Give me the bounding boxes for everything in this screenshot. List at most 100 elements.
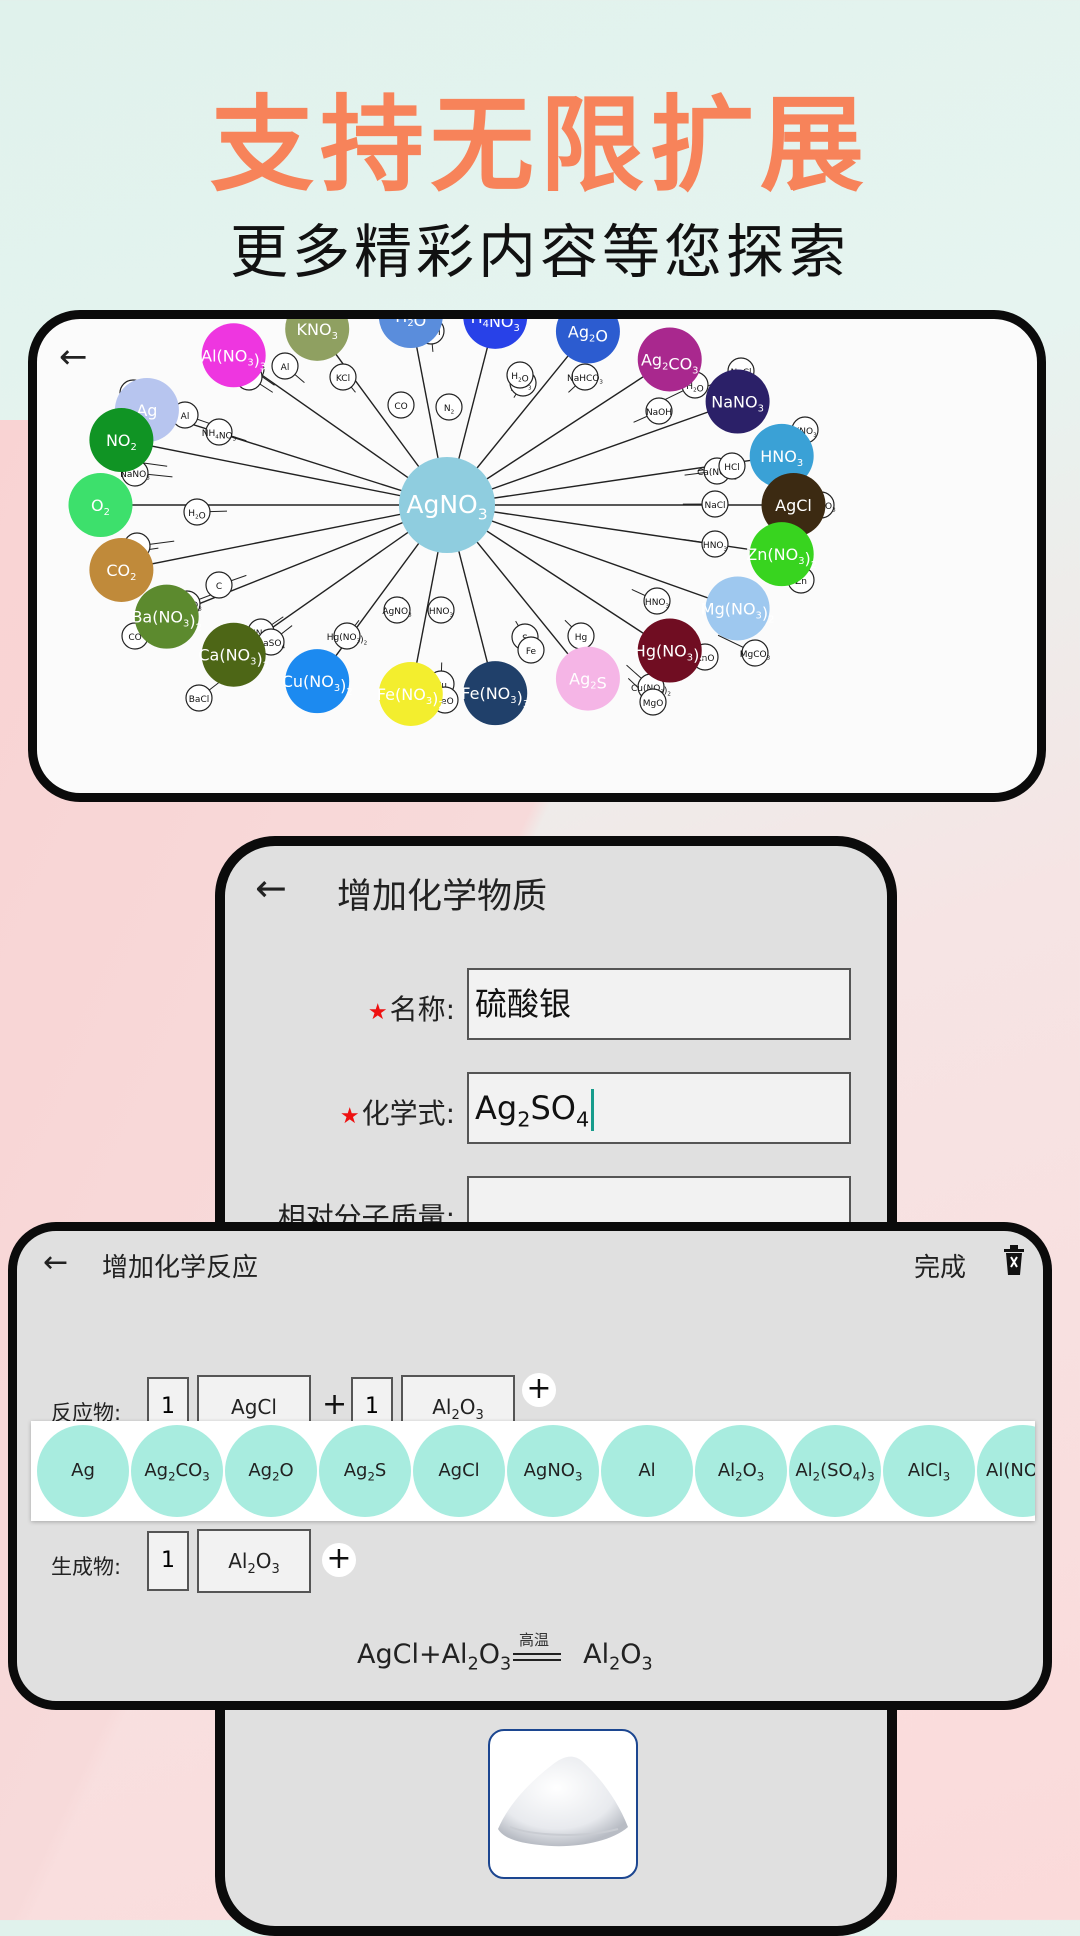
graph-node[interactable]: NO2 <box>89 408 153 472</box>
subline: 更多精彩内容等您探索 <box>0 205 1080 289</box>
add-product-plus-icon[interactable]: + <box>322 1543 356 1577</box>
trash-icon[interactable] <box>1002 1245 1026 1275</box>
product-label: 生成物: <box>51 1551 121 1581</box>
reaction-graph[interactable]: HNO3AlNH4NO3MgONaNO3H2OFe2O3O2NaNO3CCOHN… <box>37 319 1037 793</box>
name-field[interactable]: 硫酸银 <box>467 968 851 1040</box>
small-node[interactable]: Fe <box>518 637 544 663</box>
page-title: 增加化学物质 <box>337 868 547 919</box>
page-title: 增加化学反应 <box>102 1247 258 1284</box>
svg-text:Al: Al <box>281 363 290 373</box>
equation-double-line <box>513 1659 561 1661</box>
small-node[interactable]: HNO3 <box>428 597 454 623</box>
graph-node[interactable]: Fe(NO3)2 <box>377 662 445 726</box>
svg-text:AgNO3: AgNO3 <box>382 607 412 618</box>
graph-node[interactable]: Al(NO3)3 <box>201 323 266 387</box>
formula-chip[interactable]: Ag2CO3 <box>131 1425 223 1517</box>
graph-edge <box>121 440 447 505</box>
required-star-icon: ★ <box>340 1104 360 1129</box>
small-node[interactable]: Hg <box>568 623 594 649</box>
graph-edge <box>121 505 447 570</box>
equation-right: Al2O3 <box>583 1639 653 1670</box>
svg-text:NH4NO3: NH4NO3 <box>202 429 237 443</box>
svg-text:HCl: HCl <box>724 463 740 473</box>
required-star-icon: ★ <box>368 1000 388 1025</box>
plus-sign: + <box>322 1387 347 1422</box>
svg-text:AgNO3: AgNO3 <box>406 490 487 523</box>
formula-field[interactable]: Ag2SO4 <box>467 1072 851 1144</box>
formula-chip[interactable]: Ag <box>37 1425 129 1517</box>
formula-text: Ag2SO4 <box>475 1089 589 1127</box>
svg-text:AgCl: AgCl <box>775 496 812 515</box>
svg-text:KCl: KCl <box>336 374 350 384</box>
graph-node[interactable]: O2 <box>69 473 133 537</box>
graph-node[interactable]: Cu(NO3)2 <box>282 649 353 713</box>
formula-chip[interactable]: Ag2O <box>225 1425 317 1517</box>
back-arrow-icon[interactable]: ← <box>59 337 99 377</box>
formula-chip[interactable]: AgCl <box>413 1425 505 1517</box>
formula-chip[interactable]: Al2O3 <box>695 1425 787 1517</box>
add-reactant-plus-icon[interactable]: + <box>522 1373 556 1407</box>
small-node[interactable]: NaHCO3 <box>567 364 603 390</box>
formula-chip[interactable]: Ag2S <box>319 1425 411 1517</box>
formula-chip[interactable]: Al(NO3)3 <box>977 1425 1035 1517</box>
small-node[interactable]: H2O <box>507 362 533 388</box>
graph-node[interactable]: CO2 <box>89 538 153 602</box>
powder-pile-image <box>490 1731 636 1877</box>
small-node[interactable]: CO <box>388 392 414 418</box>
equation-condition: 高温 <box>519 1629 549 1650</box>
small-node[interactable]: C <box>206 572 232 598</box>
graph-node[interactable]: Hg(NO3)2 <box>634 619 706 683</box>
svg-text:CO: CO <box>128 633 141 643</box>
graph-node[interactable]: Ag2O <box>556 319 620 363</box>
small-node[interactable]: Hg(NO3)2 <box>327 623 367 649</box>
product-formula[interactable]: Al2O3 <box>197 1529 311 1593</box>
svg-text:BaCl: BaCl <box>189 695 209 705</box>
graph-node[interactable]: NaNO3 <box>706 370 770 434</box>
product-coefficient[interactable]: 1 <box>147 1531 189 1591</box>
headline: 支持无限扩展 <box>0 60 1080 211</box>
center-node[interactable]: AgNO3 <box>399 457 495 553</box>
graph-node[interactable]: H4NO3 <box>463 319 527 349</box>
svg-text:HNO3: HNO3 <box>760 447 803 469</box>
small-node[interactable]: BaCl <box>186 685 212 711</box>
svg-text:NaHCO3: NaHCO3 <box>567 374 603 385</box>
name-label: ★名称: <box>235 988 455 1028</box>
svg-text:NaNO3: NaNO3 <box>711 393 764 415</box>
small-node[interactable]: AgNO3 <box>382 597 412 623</box>
formula-chip[interactable]: AlCl3 <box>883 1425 975 1517</box>
done-button[interactable]: 完成 <box>914 1247 966 1284</box>
svg-text:C: C <box>216 582 222 592</box>
small-node[interactable]: H2O <box>184 499 210 525</box>
svg-text:Hg: Hg <box>575 633 587 643</box>
small-node[interactable]: NaCl <box>702 491 728 517</box>
formula-label: ★化学式: <box>235 1092 455 1132</box>
substance-image[interactable] <box>488 1729 638 1879</box>
formula-chip[interactable]: AgNO3 <box>507 1425 599 1517</box>
back-arrow-icon[interactable]: ← <box>43 1245 68 1280</box>
graph-node[interactable]: Ag2CO3 <box>638 327 702 391</box>
formula-chip[interactable]: Al <box>601 1425 693 1517</box>
small-node[interactable]: HCl <box>719 453 745 479</box>
formula-chip[interactable]: Al2(SO4)3 <box>789 1425 881 1517</box>
back-arrow-icon[interactable]: ← <box>255 866 287 910</box>
graph-phone: HNO3AlNH4NO3MgONaNO3H2OFe2O3O2NaNO3CCOHN… <box>28 310 1046 802</box>
small-node[interactable]: Al <box>272 353 298 379</box>
svg-text:NaOH: NaOH <box>646 408 672 418</box>
small-node[interactable]: NaOH <box>646 398 672 424</box>
graph-node[interactable]: Mg(NO3)2 <box>701 576 775 640</box>
small-node[interactable]: HNO3 <box>702 531 728 557</box>
graph-node[interactable]: Ag2S <box>556 647 620 711</box>
small-node[interactable]: HNO3 <box>644 588 670 614</box>
small-node[interactable]: KCl <box>330 364 356 390</box>
svg-text:Fe: Fe <box>526 647 537 657</box>
text-caret <box>591 1089 594 1131</box>
small-node[interactable]: N2 <box>436 394 462 420</box>
small-node[interactable]: MgCO3 <box>740 640 771 666</box>
equation-double-line <box>513 1653 561 1655</box>
graph-node[interactable]: KNO3 <box>285 319 349 361</box>
small-node[interactable]: MgO <box>640 689 666 715</box>
equation-left: AgCl+Al2O3 <box>357 1639 511 1670</box>
graph-node[interactable]: Fe(NO3)3 <box>461 661 529 725</box>
